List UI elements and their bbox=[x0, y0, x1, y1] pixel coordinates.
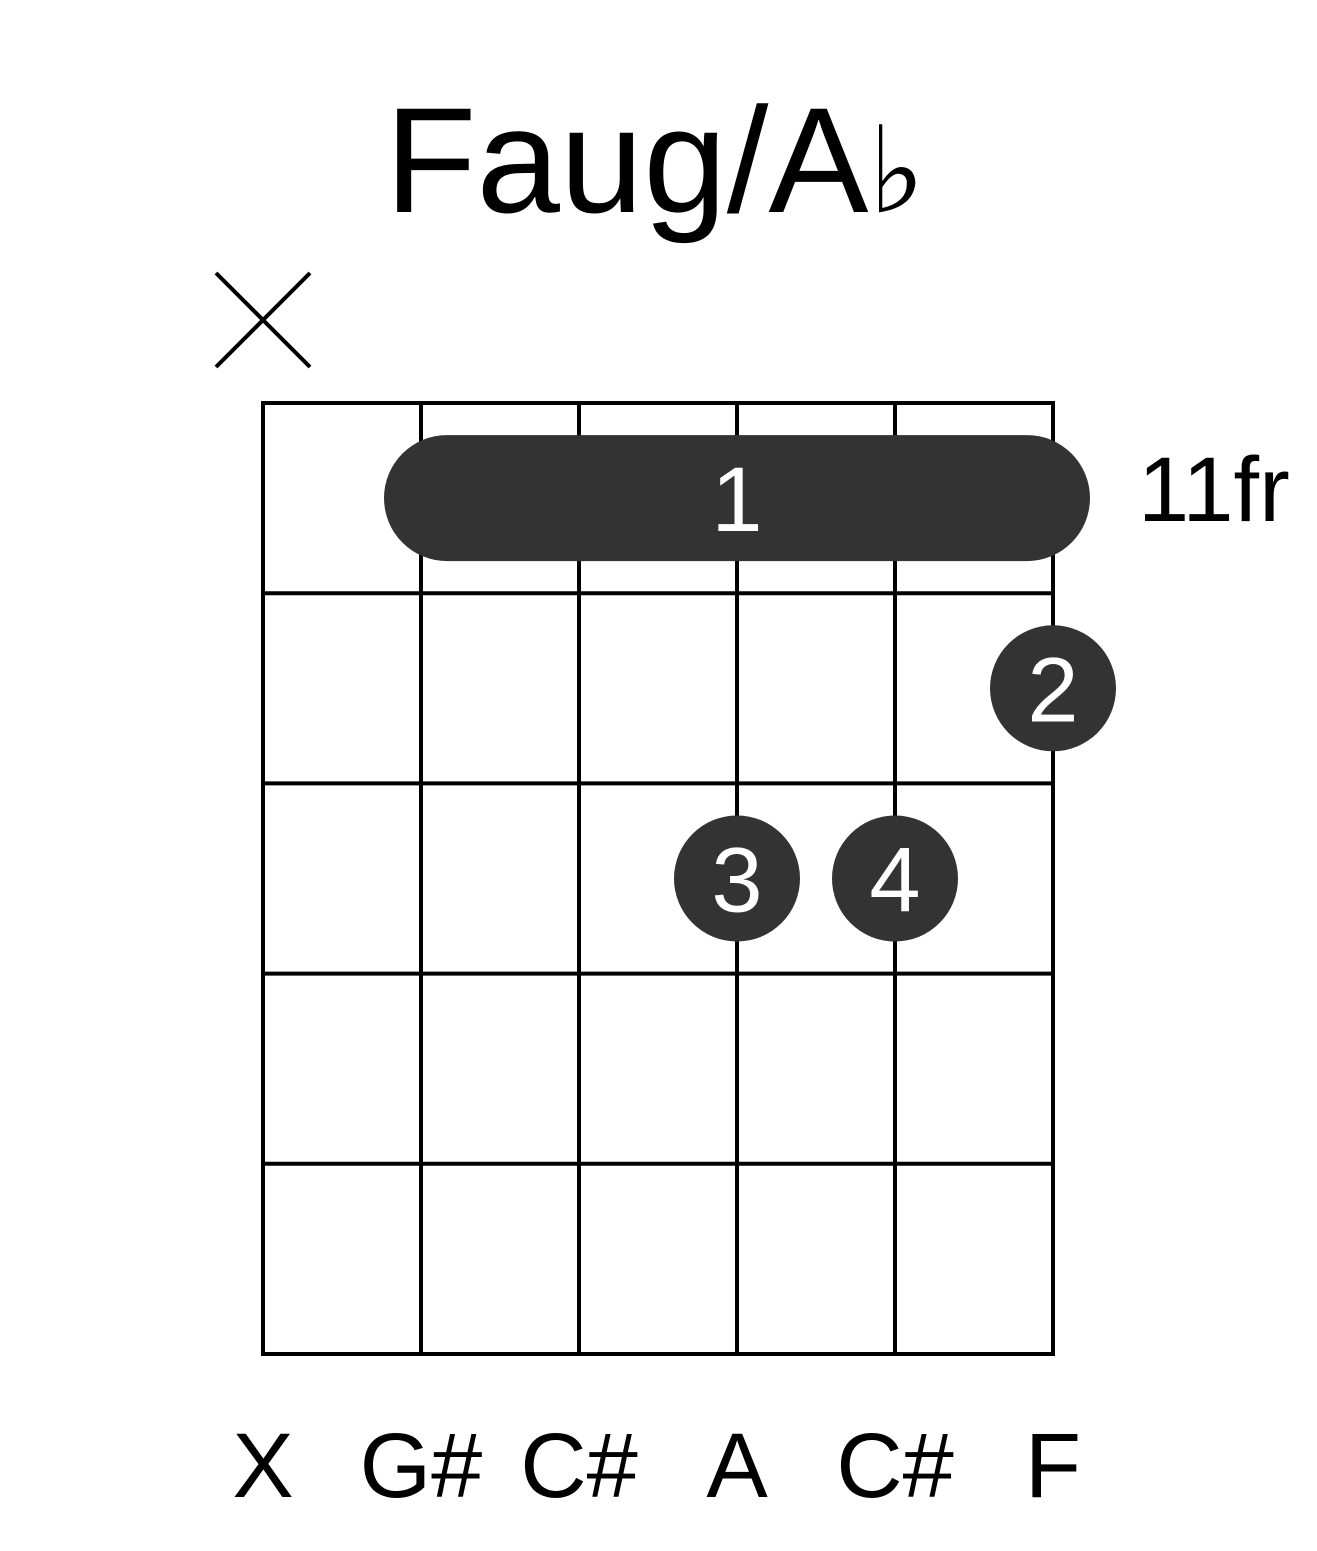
muted-x-icon bbox=[214, 271, 312, 369]
string-note-labels: X G# C# A C# F bbox=[232, 1415, 1081, 1517]
finger-number: 2 bbox=[1027, 639, 1078, 741]
finger-number: 3 bbox=[711, 830, 762, 932]
string-note-label: A bbox=[706, 1415, 768, 1517]
finger-markers: 1 2 3 4 bbox=[384, 435, 1116, 942]
barre-bar bbox=[384, 435, 1090, 562]
finger-dot bbox=[674, 815, 800, 942]
string-note-label: C# bbox=[520, 1415, 638, 1517]
muted-markers bbox=[214, 271, 312, 369]
string-note-label: X bbox=[232, 1415, 293, 1517]
string-note-label: F bbox=[1025, 1415, 1081, 1517]
chord-name: Faug/A bbox=[385, 76, 869, 244]
chord-title: Faug/A♭ bbox=[385, 76, 925, 244]
finger-number: 4 bbox=[869, 830, 920, 932]
string-note-label: C# bbox=[836, 1415, 954, 1517]
finger-dot bbox=[832, 815, 958, 942]
flat-symbol: ♭ bbox=[869, 102, 926, 241]
barre-finger-label: 1 bbox=[711, 449, 762, 551]
string-note-label: G# bbox=[360, 1415, 483, 1517]
finger-dot bbox=[990, 625, 1116, 752]
fret-position-label: 11fr bbox=[1138, 439, 1290, 541]
